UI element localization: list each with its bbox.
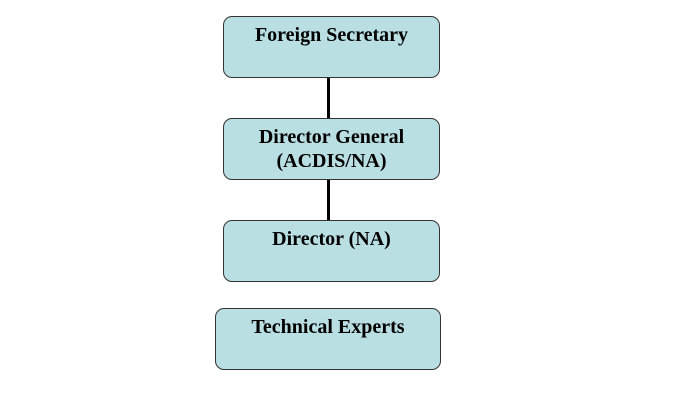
node-director-na: Director (NA): [223, 220, 440, 282]
node-label: Director General: [258, 126, 405, 148]
connector-fs-dg: [327, 77, 330, 120]
node-label: Director (NA): [272, 228, 391, 250]
node-foreign-secretary: Foreign Secretary: [223, 16, 440, 78]
connector-dg-dir: [327, 179, 330, 222]
node-director-general: Director General (ACDIS/NA): [223, 118, 440, 180]
node-sublabel: (ACDIS/NA): [276, 150, 387, 172]
node-label: Technical Experts: [251, 316, 405, 338]
node-label: Foreign Secretary: [254, 24, 409, 46]
node-technical-experts: Technical Experts: [215, 308, 441, 370]
